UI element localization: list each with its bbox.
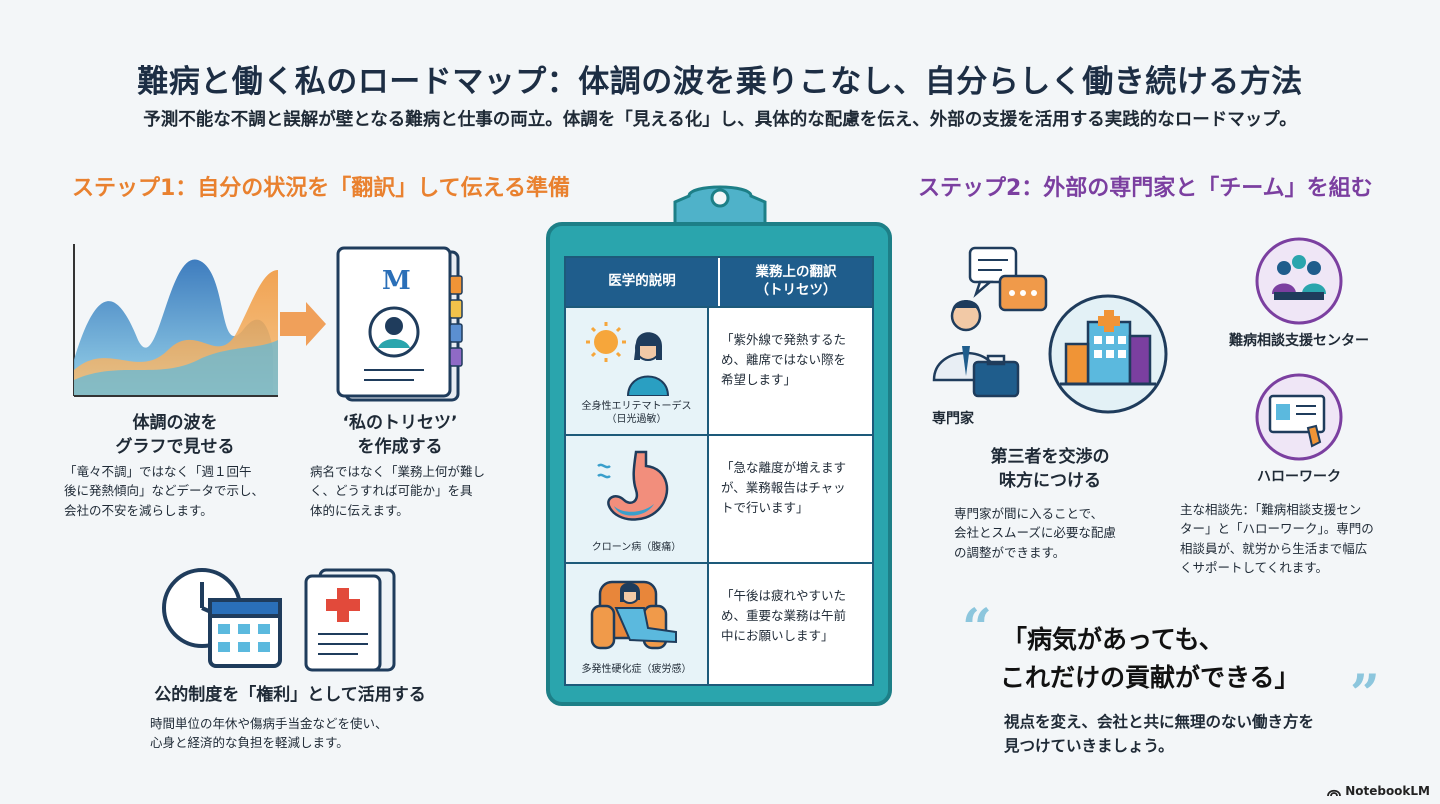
expert-description: 専門家が間に入ることで、 会社とスムーズに必要な配慮 の調整ができます。 <box>954 506 1116 560</box>
hospital-icon <box>1048 294 1168 414</box>
expert-label: 専門家 <box>932 411 974 427</box>
translation-table: 医学的説明 業務上の翻訳 （トリセツ） 全身性エリテマトーデス （日光過敏） 「… <box>564 256 874 686</box>
table-header-work: 業務上の翻訳 （トリセツ） <box>718 258 872 306</box>
table-cell-translation: 「急な離度が増えます が、業務報告はチャッ トで行います」 <box>721 460 847 515</box>
clock-calendar-icon <box>162 568 282 668</box>
table-cell-translation: 「午後は疲れやすいた め、重要な業務は午前 中にお願いします」 <box>721 588 847 643</box>
table-row: クローン病（腹痛） 「急な離度が増えます が、業務報告はチャッ トで行います」 <box>566 434 872 562</box>
table-row: 多発性硬化症（疲労感） 「午後は疲れやすいた め、重要な業務は午前 中にお願いし… <box>566 562 872 684</box>
expert-title: 第三者を交渉の 味方につける <box>990 447 1110 491</box>
page-subtitle: 予測不能な不調と誤解が壁となる難病と仕事の両立。体調を「見える化」し、具体的な配… <box>143 110 1297 130</box>
hellowork-icon <box>1255 373 1343 461</box>
manual-description: 病名ではなく「業務上何が難し く、どうすれば可能か」を具 体的に伝えます。 <box>310 464 486 518</box>
step1-heading: ステップ1：自分の状況を「翻訳」して伝える準備 <box>72 176 570 201</box>
medical-document-icon <box>304 568 396 672</box>
condition-label: 全身性エリテマトーデス （日光過敏） <box>581 401 692 425</box>
table-cell-condition: 多発性硬化症（疲労感） <box>566 564 709 684</box>
brand-watermark: NotebookLM <box>1327 784 1430 798</box>
manual-title: ‘私のトリセツ’ を作成する <box>342 413 458 457</box>
manual-booklet-icon <box>336 246 463 402</box>
system-description: 時間単位の年休や傷病手当金などを使い、 心身と経済的な負担を軽減します。 <box>150 716 388 751</box>
table-header: 医学的説明 業務上の翻訳 （トリセツ） <box>566 258 872 306</box>
stomach-icon <box>597 450 669 521</box>
notebooklm-logo-icon <box>1327 789 1342 797</box>
table-cell-translation: 「紫外線で発熱するた め、離席ではない際を 希望します」 <box>721 332 847 387</box>
quote-description: 視点を変え、会社と共に無理のない働き方を 見つけていきましょう。 <box>1004 713 1315 756</box>
table-row: 全身性エリテマトーデス （日光過敏） 「紫外線で発熱するた め、離席ではない際を… <box>566 306 872 434</box>
condition-label: 多発性硬化症（疲労感） <box>581 664 692 675</box>
quote-line-1: 「病気があっても、 <box>1002 625 1224 654</box>
condition-label: クローン病（腹痛） <box>591 542 682 553</box>
table-cell-condition: クローン病（腹痛） <box>566 436 709 562</box>
table-header-medical: 医学的説明 <box>608 273 676 290</box>
consult-description: 主な相談先：「難病相談支援セン ター」と「ハローワーク」。専門の 相談員が、就労… <box>1180 502 1374 576</box>
meeting-icon <box>1255 237 1343 325</box>
quote-open-icon: “ <box>962 598 992 659</box>
expert-icon <box>932 246 1048 398</box>
armchair-person-icon <box>590 580 677 650</box>
graph-title: 体調の波を グラフで見せる <box>115 413 235 457</box>
brand-name: NotebookLM <box>1345 784 1430 798</box>
quote-line-2: これだけの貢献ができる」 <box>1000 663 1300 692</box>
graph-description: 「竜々不調」ではなく「週１回午 後に発熱傾向」などデータで示し、 会社の不安を減… <box>64 464 265 518</box>
step2-heading: ステップ2：外部の専門家と「チーム」を組む <box>918 176 1373 201</box>
manual-logo: M <box>382 266 411 296</box>
hellowork-label: ハローワーク <box>1257 469 1341 485</box>
page-title: 難病と働く私のロードマップ：体調の波を乗りこなし、自分らしく働き続ける方法 <box>137 64 1303 100</box>
support-center-label: 難病相談支援センター <box>1229 333 1369 349</box>
sun-person-icon <box>586 322 670 396</box>
quote-close-icon: ” <box>1350 664 1380 725</box>
wave-graph-icon <box>73 244 326 397</box>
table-cell-condition: 全身性エリテマトーデス （日光過敏） <box>566 308 709 434</box>
system-title: 公的制度を「権利」として活用する <box>154 685 426 705</box>
